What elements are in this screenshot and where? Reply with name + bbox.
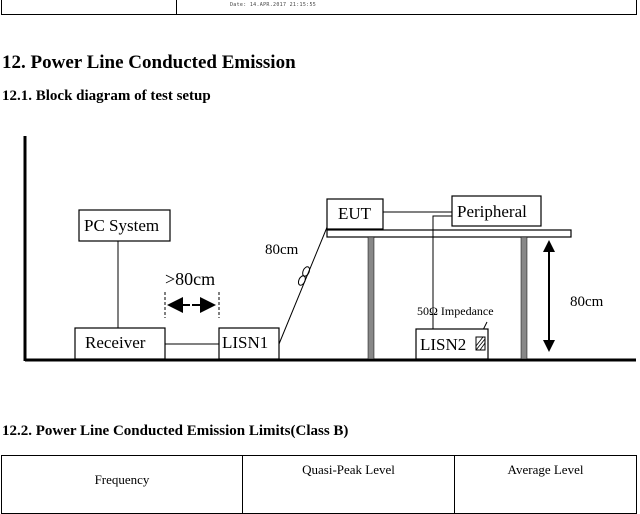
test-setup-block-diagram: PC System Receiver >80cm LISN1 80cm EUT …	[23, 136, 636, 362]
table-top	[326, 229, 572, 238]
peripheral-lisn2-cable	[432, 215, 452, 329]
pc-system-label: PC System	[84, 216, 159, 235]
section-12-2-heading: 12.2. Power Line Conducted Emission Limi…	[2, 423, 349, 439]
lisn1-label: LISN1	[222, 333, 268, 352]
eut-label: EUT	[338, 204, 372, 223]
height-label: 80cm	[570, 294, 604, 310]
limits-table: Frequency Quasi-Peak Level Average Level	[1, 455, 637, 514]
table-column-divider	[176, 0, 177, 14]
section-12-1-heading: 12.1. Block diagram of test setup	[2, 88, 211, 104]
peripheral-label: Peripheral	[457, 202, 527, 221]
receiver-box	[74, 327, 166, 360]
receiver-label: Receiver	[85, 333, 146, 352]
previous-table-bottom: Date: 14.APR.2017 21:15:55	[1, 0, 637, 15]
peripheral-box	[451, 195, 542, 227]
lisn1-box	[218, 327, 280, 360]
cable-length-label: 80cm	[265, 242, 299, 258]
cable-bundle-icon	[297, 266, 311, 286]
table-row: Frequency Quasi-Peak Level Average Level	[1, 455, 637, 514]
impedance-label: 50Ω Impedance	[417, 304, 494, 318]
quasi-peak-header: Quasi-Peak Level	[242, 455, 455, 514]
section-12-heading: 12. Power Line Conducted Emission	[2, 52, 296, 73]
pc-system-box	[78, 209, 171, 242]
height-arrow-top	[543, 240, 555, 252]
table-leg-right	[520, 236, 528, 360]
distance-label: >80cm	[165, 269, 215, 289]
impedance-resistor-icon	[475, 336, 486, 351]
date-stamp: Date: 14.APR.2017 21:15:55	[230, 2, 317, 8]
frequency-header: Frequency	[1, 455, 243, 514]
table-leg-left	[367, 236, 375, 360]
eut-box	[326, 198, 384, 230]
height-arrow-bottom	[543, 340, 555, 352]
average-header: Average Level	[454, 455, 637, 514]
lisn2-label: LISN2	[420, 335, 466, 354]
